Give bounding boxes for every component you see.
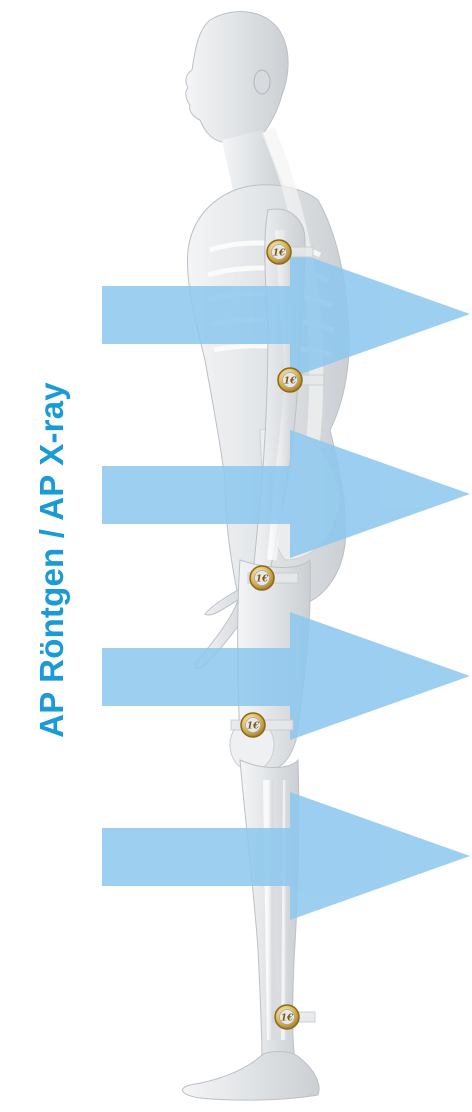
xray-view-label: AP Röntgen / AP X-ray (33, 382, 71, 738)
coin-marker: 1€ (273, 1005, 315, 1029)
svg-text:1€: 1€ (281, 1014, 294, 1024)
svg-text:1€: 1€ (284, 377, 297, 387)
svg-text:1€: 1€ (247, 722, 260, 732)
svg-text:1€: 1€ (256, 575, 269, 585)
svg-text:1€: 1€ (273, 249, 286, 259)
body-silhouette (183, 12, 350, 1101)
